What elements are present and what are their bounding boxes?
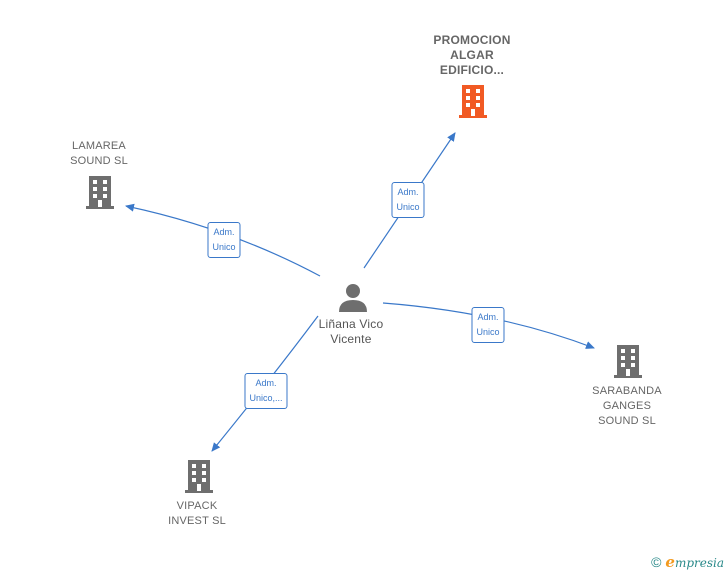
building-icon[interactable] xyxy=(84,175,116,209)
footer-brand: © empresia xyxy=(651,553,724,571)
edge-label-vipack[interactable]: Adm. Unico,... xyxy=(244,373,288,409)
building-icon[interactable] xyxy=(457,84,489,118)
brand-logo[interactable]: empresia xyxy=(665,553,724,571)
company-label-promocion[interactable]: PROMOCION ALGAR EDIFICIO... xyxy=(433,33,511,77)
edge-label-lamarea[interactable]: Adm. Unico xyxy=(207,222,241,258)
person-icon[interactable] xyxy=(338,282,368,312)
copyright-icon: © xyxy=(651,554,662,570)
edge-label-sarabanda[interactable]: Adm. Unico xyxy=(471,307,505,343)
company-label-vipack[interactable]: VIPACK INVEST SL xyxy=(168,500,226,527)
building-icon[interactable] xyxy=(612,344,644,378)
company-label-sarabanda[interactable]: SARABANDA GANGES SOUND SL xyxy=(592,385,662,427)
edge-label-promocion[interactable]: Adm. Unico xyxy=(391,182,425,218)
company-label-lamarea[interactable]: LAMAREA SOUND SL xyxy=(70,140,128,167)
building-icon[interactable] xyxy=(183,459,215,493)
person-name[interactable]: Liñana Vico Vicente xyxy=(318,317,384,346)
